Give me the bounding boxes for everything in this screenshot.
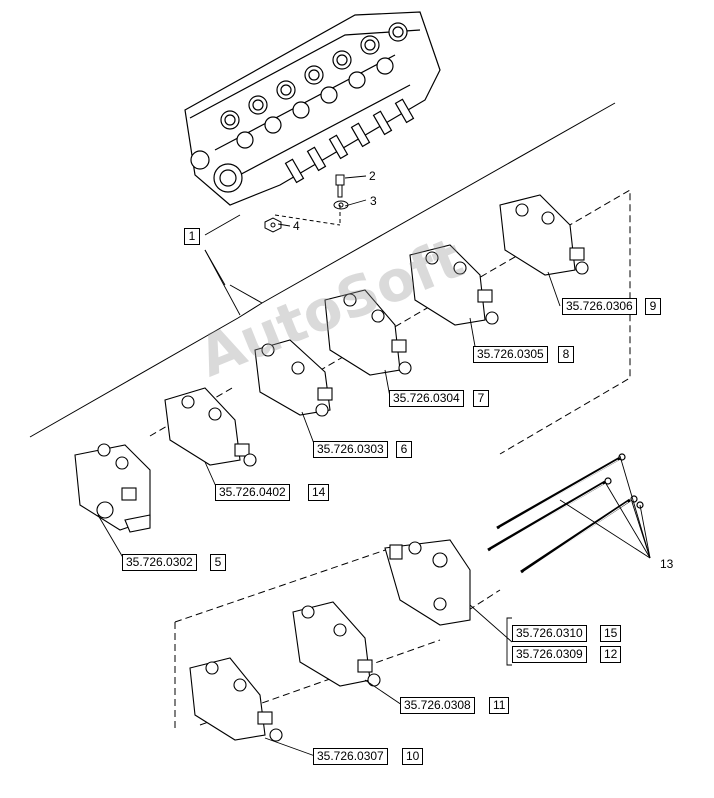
part-index-8: 8 — [558, 346, 574, 363]
section-valve-14 — [164, 387, 257, 467]
part-number-12: 35.726.0309 — [512, 646, 587, 663]
part-number-5: 35.726.0302 — [122, 554, 197, 571]
part-number-14: 35.726.0402 — [215, 484, 290, 501]
part-index-5: 5 — [210, 554, 226, 571]
callout-2: 2 — [369, 169, 376, 183]
section-valve-10 — [189, 657, 283, 742]
part-index-9: 9 — [645, 298, 661, 315]
section-valve-6 — [254, 339, 333, 417]
separator-line-upper — [229, 284, 263, 304]
callout-3: 3 — [370, 194, 377, 208]
part-index-11: 11 — [489, 697, 510, 714]
outlet-section-15-12 — [384, 539, 471, 626]
part-index-6: 6 — [396, 441, 412, 458]
part-number-7: 35.726.0304 — [389, 390, 464, 407]
part-index-15: 15 — [600, 625, 622, 642]
section-valve-9 — [499, 194, 589, 276]
part-number-6: 35.726.0303 — [313, 441, 388, 458]
part-index-12: 12 — [600, 646, 622, 663]
separator-line — [29, 102, 616, 438]
tie-rods — [487, 453, 644, 574]
part-number-8: 35.726.0305 — [473, 346, 548, 363]
part-index-10: 10 — [402, 748, 424, 765]
callout-13: 13 — [660, 557, 674, 571]
part-number-11: 35.726.0308 — [400, 697, 475, 714]
section-valve-7 — [324, 289, 412, 376]
part-number-15: 35.726.0310 — [512, 625, 587, 642]
callout-1: 1 — [184, 228, 200, 245]
part-index-14: 14 — [308, 484, 330, 501]
callout-4: 4 — [293, 219, 300, 233]
main-valve-block — [184, 11, 441, 206]
part-number-10: 35.726.0307 — [313, 748, 388, 765]
section-valve-11 — [292, 601, 381, 687]
section-valve-8 — [409, 244, 499, 326]
part-number-9: 35.726.0306 — [562, 298, 637, 315]
inlet-section-5 — [74, 443, 151, 533]
part-index-7: 7 — [473, 390, 489, 407]
bolt-washer-nut — [264, 174, 349, 233]
